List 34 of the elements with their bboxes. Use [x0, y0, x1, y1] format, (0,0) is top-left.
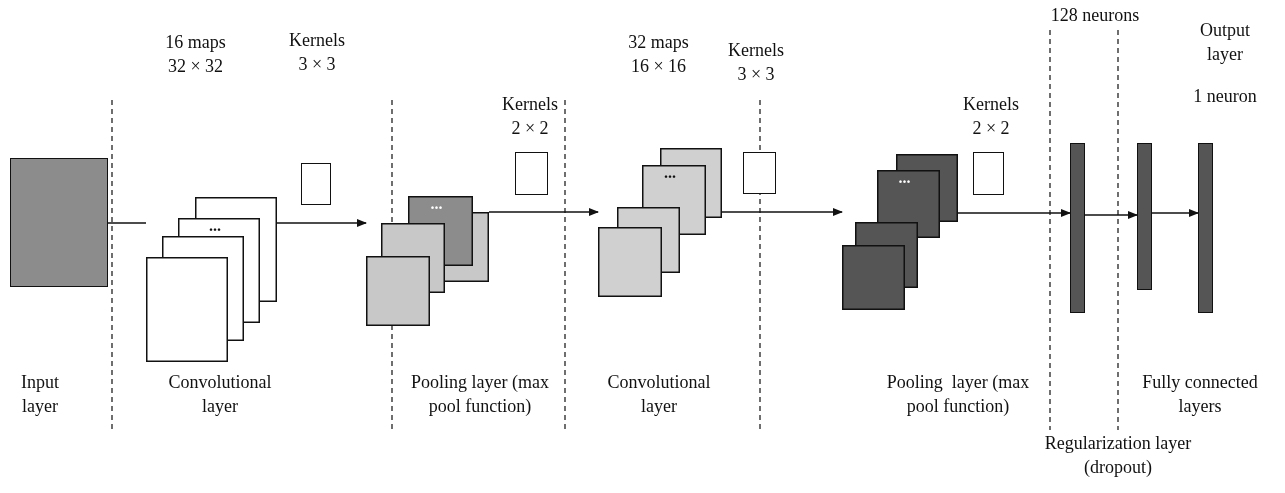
kernel-box [743, 152, 776, 194]
layer-caption: 16 maps 32 × 32 [164, 31, 227, 78]
ellipsis-text: ... [430, 197, 443, 211]
arrow [1084, 211, 1138, 219]
layer-caption: Convolutional layer [606, 371, 712, 418]
neuron-layer-bar [1137, 143, 1152, 290]
layer-caption: Kernels 2 × 2 [962, 93, 1020, 140]
layer-caption: Pooling layer (max pool function) [885, 371, 1031, 418]
layer-caption: Convolutional layer [167, 371, 273, 418]
kernel-box [301, 163, 331, 205]
kernel-box [973, 152, 1004, 195]
layer-caption: Kernels 3 × 3 [727, 39, 785, 86]
arrow [721, 208, 843, 216]
arrow [957, 209, 1071, 217]
ellipsis-text: ... [898, 171, 911, 185]
layer-caption: 32 maps 16 × 16 [627, 31, 690, 78]
ellipsis-text: ... [209, 219, 221, 233]
layer-caption: 1 neuron [1192, 85, 1258, 108]
neuron-layer-bar [1198, 143, 1213, 313]
layer-caption: Kernels 2 × 2 [501, 93, 559, 140]
layer-caption: Pooling layer (max pool function) [410, 371, 550, 418]
arrow [1151, 209, 1199, 217]
arrow [276, 219, 367, 227]
kernel-box [515, 152, 548, 195]
ellipsis-text: ... [664, 166, 676, 180]
layer-caption: Regularization layer (dropout) [1043, 432, 1193, 479]
arrow [488, 208, 599, 216]
layer-caption: Fully connected layers [1141, 371, 1259, 418]
neuron-layer-bar [1070, 143, 1085, 313]
layer-caption: Kernels 3 × 3 [288, 29, 346, 76]
layer-caption: Input layer [20, 371, 60, 418]
layer-caption: Output layer [1199, 19, 1251, 66]
input-layer-box [10, 158, 108, 287]
layer-caption: 128 neurons [1049, 4, 1141, 27]
